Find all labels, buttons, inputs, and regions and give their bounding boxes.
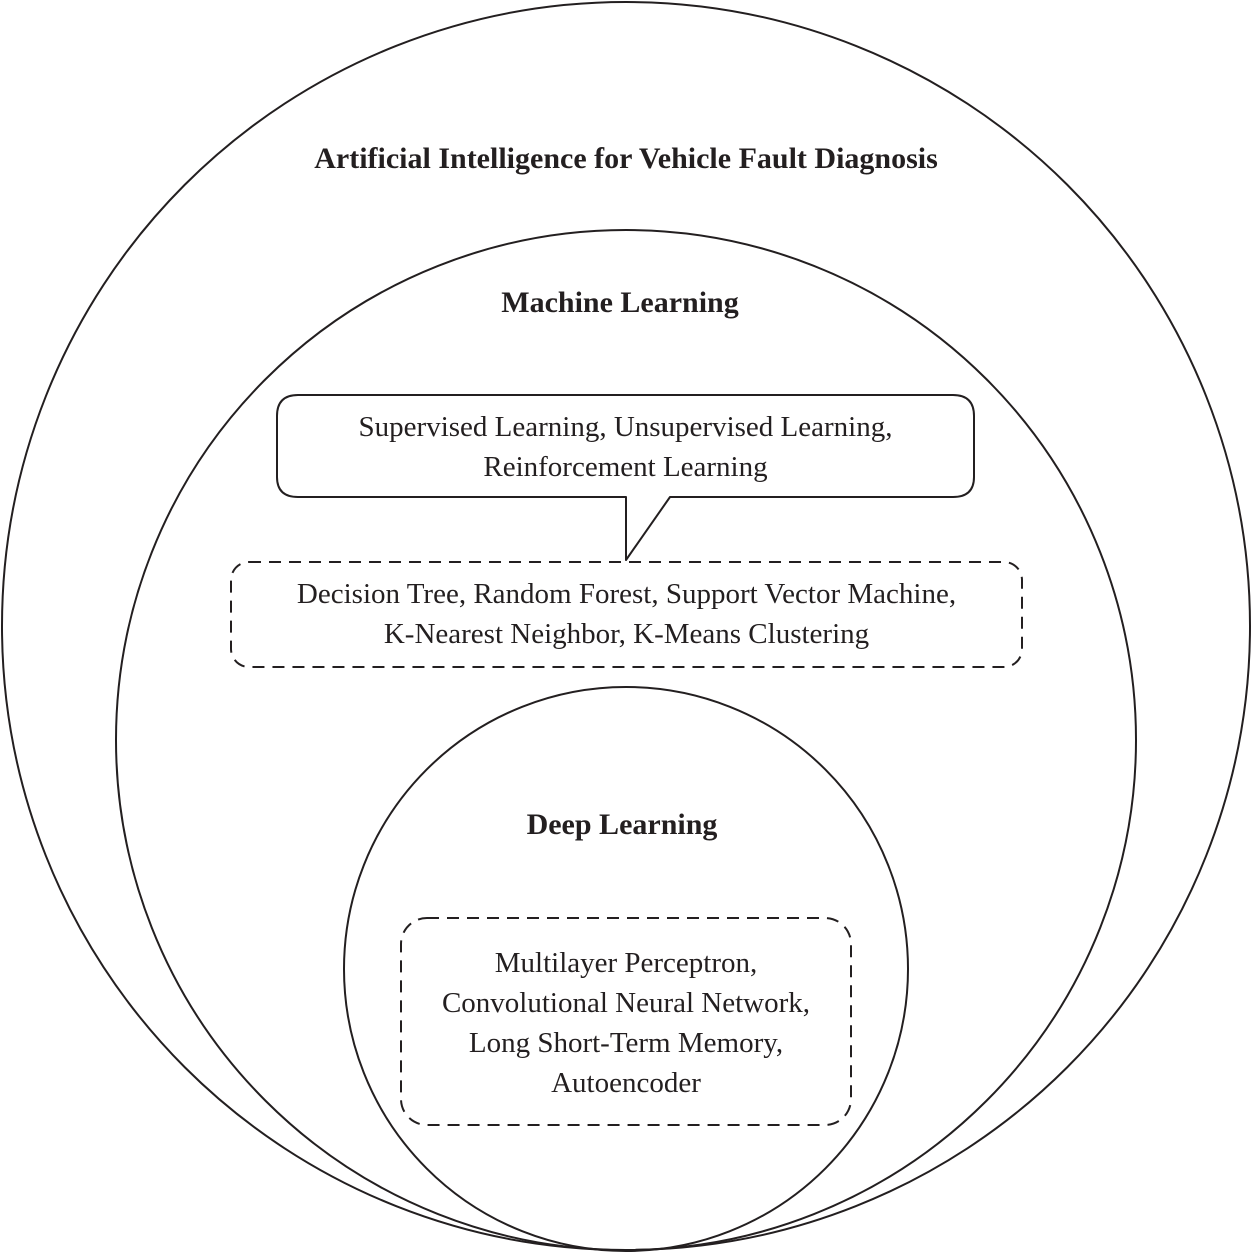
dl-algorithms-line-1: Multilayer Perceptron, — [494, 947, 758, 979]
ml-algorithms-line-2: K-Nearest Neighbor, K-Means Clustering — [383, 618, 870, 650]
dl-algorithms-text: Multilayer Perceptron, Convolutional Neu… — [401, 943, 851, 1103]
ml-paradigms-callout-bubble — [276, 394, 975, 561]
dl-algorithms-line-2: Convolutional Neural Network, — [441, 987, 811, 1019]
dl-title: Deep Learning — [526, 808, 718, 841]
ml-paradigms-line-1: Supervised Learning, Unsupervised Learni… — [358, 411, 893, 443]
ml-title: Machine Learning — [501, 286, 739, 319]
ai-title: Artificial Intelligence for Vehicle Faul… — [314, 142, 938, 175]
dl-algorithms-line-3: Long Short-Term Memory, — [468, 1027, 784, 1059]
dl-algorithms-line-4: Autoencoder — [551, 1067, 701, 1099]
dl-algorithms-dashed-box — [400, 917, 852, 1126]
ml-algorithms-text: Decision Tree, Random Forest, Support Ve… — [231, 574, 1022, 654]
ml-algorithms-line-1: Decision Tree, Random Forest, Support Ve… — [296, 578, 957, 610]
ml-paradigms-line-2: Reinforcement Learning — [483, 451, 768, 483]
ml-paradigms-text: Supervised Learning, Unsupervised Learni… — [277, 407, 974, 487]
dl-circle — [343, 686, 909, 1252]
